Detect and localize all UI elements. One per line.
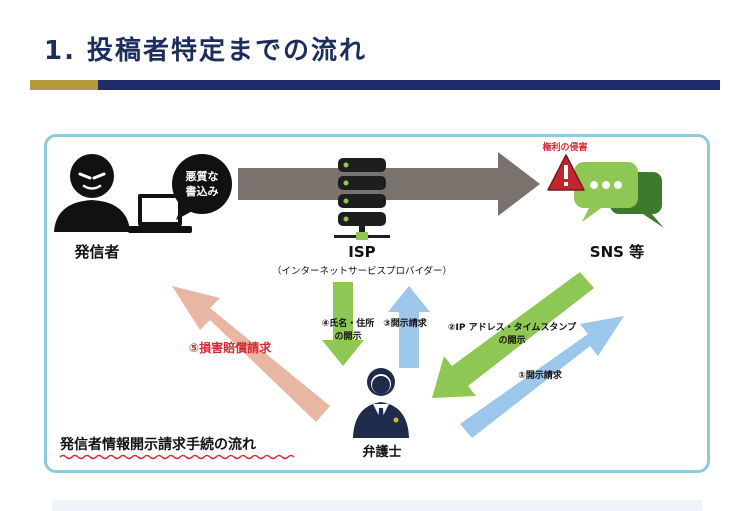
lawyer-figure — [353, 368, 409, 438]
sns-to-lawyer-arrow — [432, 272, 594, 398]
rights-violation-label: 権利の侵害 — [542, 141, 587, 153]
bubble-text-line1: 悪質な — [186, 169, 219, 183]
flow-caption: 発信者情報開示請求手続の流れ — [59, 436, 256, 453]
caption-wavy-underline — [59, 454, 295, 460]
title-underline — [98, 80, 720, 90]
lawyer-label: 弁護士 — [362, 444, 401, 460]
poster-label: 発信者 — [73, 243, 119, 261]
sns-label: SNS 等 — [590, 243, 644, 261]
step1-label: ①開示請求 — [518, 369, 563, 381]
next-section-box — [52, 500, 702, 511]
server-icon — [334, 158, 390, 240]
step2-label-line2: の開示 — [498, 335, 525, 346]
lawyer-to-sns-arrow — [460, 316, 624, 438]
lawyer-to-isp-arrow — [388, 286, 430, 368]
page-title: 1. 投稿者特定までの流れ — [44, 36, 368, 66]
isp-sublabel: （インターネットサービスプロバイダー） — [272, 265, 452, 277]
step3-label: ③開示請求 — [383, 317, 428, 329]
step4-label-line2: の開示 — [334, 331, 361, 342]
post-arrow — [238, 152, 540, 216]
laptop-icon — [128, 194, 192, 233]
warning-icon — [547, 154, 585, 191]
damages-claim-arrow — [172, 286, 330, 422]
chat-bubbles-icon — [574, 162, 664, 228]
step4-label-line1: ④氏名・住所 — [322, 317, 375, 329]
poster-figure — [54, 154, 130, 232]
step5-label: ⑤損害賠償請求 — [189, 340, 272, 355]
bubble-text-line2: 書込み — [186, 184, 219, 198]
isp-label: ISP — [348, 243, 375, 261]
step2-label-line1: ②IP アドレス・タイムスタンプ — [448, 321, 577, 333]
isp-to-lawyer-arrow — [322, 282, 364, 366]
title-underline-accent — [30, 80, 98, 90]
post-bubble — [172, 154, 232, 220]
